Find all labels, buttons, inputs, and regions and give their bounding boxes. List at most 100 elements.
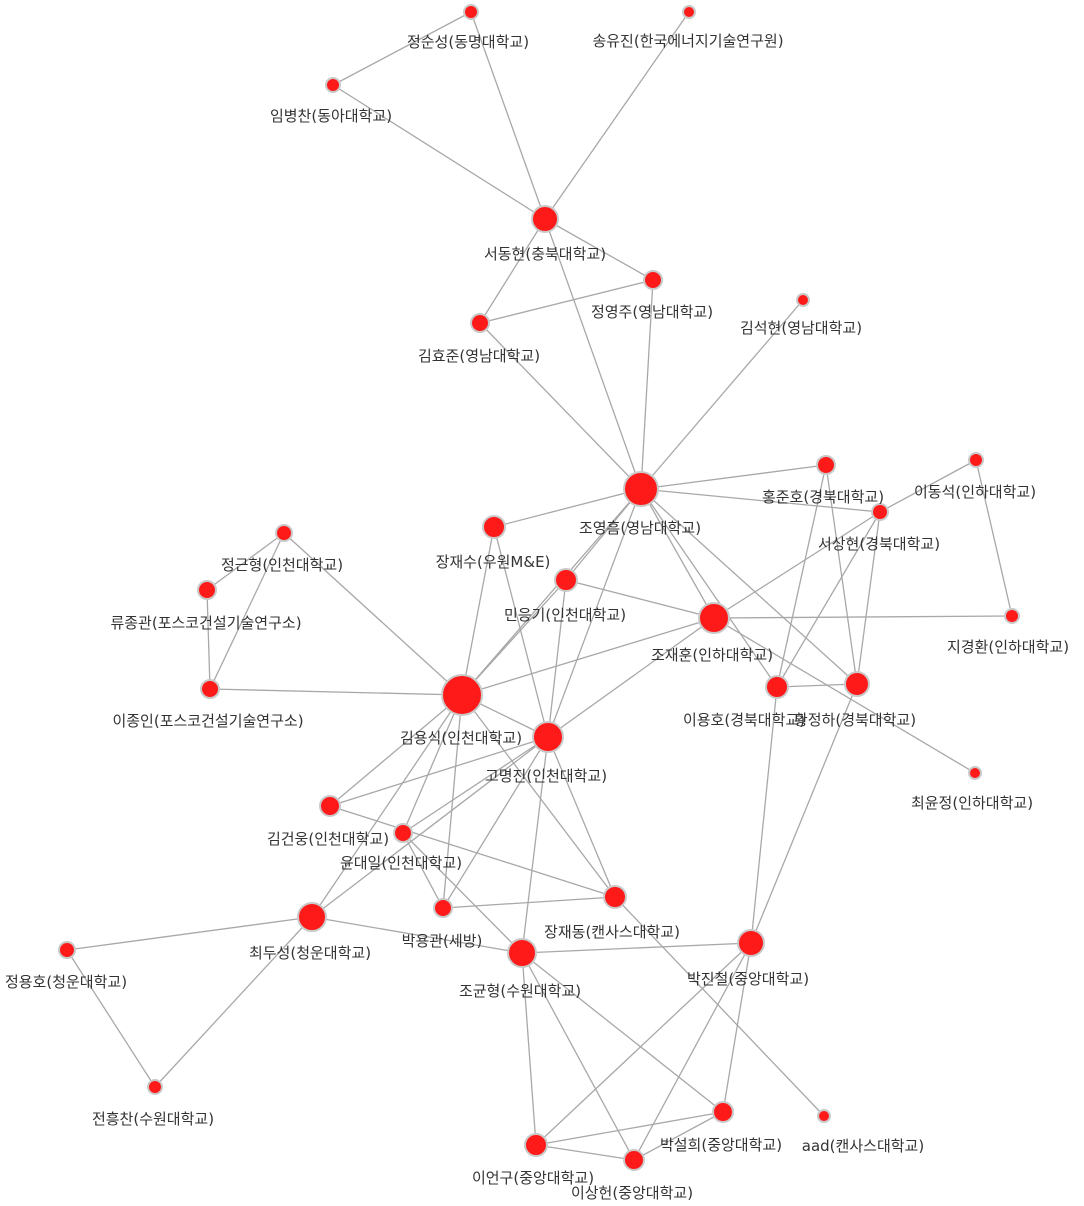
link-hjh-lyh bbox=[776, 464, 827, 688]
node-rjk[interactable] bbox=[197, 580, 217, 600]
link-jyho-jhc bbox=[66, 949, 156, 1088]
node-label-mgk: 민응기(인천대학교) bbox=[504, 606, 626, 624]
node-lds[interactable] bbox=[968, 452, 984, 468]
node-label-cds: 최두성(청운대학교) bbox=[249, 944, 371, 962]
link-sdh-jyj bbox=[544, 218, 654, 281]
node-label-jss: 정순성(동명대학교) bbox=[407, 33, 529, 51]
node-label-jyj: 정영주(영남대학교) bbox=[591, 303, 713, 321]
node-gmj[interactable] bbox=[532, 721, 564, 753]
node-ljo[interactable] bbox=[200, 679, 220, 699]
network-nodes bbox=[58, 4, 1020, 1171]
node-label-jjd: 장재동(캔사스대학교) bbox=[544, 923, 680, 941]
node-jhc[interactable] bbox=[147, 1079, 163, 1095]
link-gmj-jjd bbox=[547, 736, 616, 898]
link-pjc-psh bbox=[722, 942, 752, 1113]
link-khj-jyh bbox=[479, 322, 642, 490]
node-label-jyho: 정용호(청운대학교) bbox=[5, 973, 127, 991]
link-lds-jgw bbox=[975, 459, 1013, 617]
node-ksh[interactable] bbox=[796, 293, 810, 307]
node-ssh[interactable] bbox=[871, 503, 889, 521]
node-label-lyg: 이언구(중앙대학교) bbox=[472, 1169, 594, 1187]
link-kgw-jjd bbox=[329, 805, 616, 898]
node-jjs[interactable] bbox=[482, 515, 506, 539]
node-ydi[interactable] bbox=[393, 823, 413, 843]
node-hjha[interactable] bbox=[844, 671, 870, 697]
node-label-ksh: 김석현(영남대학교) bbox=[740, 319, 862, 337]
node-label-pyk: 박용관(세방) bbox=[402, 932, 483, 950]
node-jjh[interactable] bbox=[698, 602, 730, 634]
node-jss[interactable] bbox=[463, 4, 479, 20]
link-cgh-psh bbox=[521, 952, 724, 1113]
node-jyho[interactable] bbox=[58, 941, 76, 959]
node-label-kgw: 김건웅(인천대학교) bbox=[267, 830, 389, 848]
link-lyh-pjc bbox=[750, 686, 778, 944]
node-cds[interactable] bbox=[297, 902, 327, 932]
link-jgh-ljo bbox=[209, 532, 285, 690]
node-lyh[interactable] bbox=[765, 675, 789, 699]
link-ksh-jyh bbox=[640, 299, 804, 490]
link-cgh-lsh bbox=[521, 952, 635, 1161]
link-jyh-ssh bbox=[640, 488, 881, 513]
link-jyh-kys bbox=[461, 488, 642, 696]
node-label-jgw: 지경환(인하대학교) bbox=[947, 638, 1069, 656]
node-jgh[interactable] bbox=[275, 524, 293, 542]
link-jjd-aad bbox=[614, 896, 825, 1117]
node-ibc[interactable] bbox=[325, 77, 341, 93]
node-label-hjh: 홍준호(경북대학교) bbox=[762, 488, 884, 506]
node-aad[interactable] bbox=[817, 1109, 831, 1123]
node-cgh[interactable] bbox=[507, 938, 537, 968]
network-links bbox=[66, 11, 1013, 1161]
link-kys-jjd bbox=[461, 694, 616, 898]
link-psh-lyg bbox=[535, 1111, 724, 1146]
link-pyk-jjd bbox=[442, 896, 616, 909]
link-cgh-lyg bbox=[521, 952, 537, 1146]
link-hjha-pjc bbox=[750, 683, 858, 944]
link-jgh-rjk bbox=[206, 532, 285, 591]
link-jyh-hjha bbox=[640, 488, 858, 685]
node-label-syj: 송유진(한국에너지기술연구원) bbox=[592, 32, 783, 50]
node-label-lyh: 이용호(경북대학교) bbox=[683, 711, 805, 729]
link-jyh-gmj bbox=[547, 488, 642, 738]
link-gmj-kgw bbox=[329, 736, 549, 807]
link-khj-jyj bbox=[479, 279, 654, 324]
node-label-gmj: 고명진(인천대학교) bbox=[485, 767, 607, 785]
node-lsh[interactable] bbox=[623, 1149, 645, 1171]
link-jyj-jyh bbox=[640, 279, 654, 490]
link-jyh-lyh bbox=[640, 488, 778, 688]
node-kys[interactable] bbox=[441, 674, 483, 716]
node-label-jgh: 정근형(인천대학교) bbox=[221, 556, 343, 574]
link-lyh-hjha bbox=[776, 683, 858, 688]
node-khj[interactable] bbox=[470, 313, 490, 333]
node-pyk[interactable] bbox=[433, 898, 453, 918]
node-jyh[interactable] bbox=[623, 471, 659, 507]
link-kys-kgw bbox=[329, 694, 463, 807]
link-jyh-jjs bbox=[493, 488, 642, 528]
node-psh[interactable] bbox=[712, 1101, 734, 1123]
node-cyj[interactable] bbox=[968, 766, 982, 780]
link-ssh-jjh bbox=[713, 511, 881, 619]
node-jjd[interactable] bbox=[603, 885, 627, 909]
link-jyh-jjh bbox=[640, 488, 715, 619]
node-mgk[interactable] bbox=[554, 568, 578, 592]
link-mgk-kys bbox=[461, 579, 567, 696]
link-ljo-kys bbox=[209, 688, 463, 696]
link-cds-jhc bbox=[154, 916, 313, 1088]
node-label-sdh: 서동현(충북대학교) bbox=[484, 245, 606, 263]
node-kgw[interactable] bbox=[319, 795, 341, 817]
link-ssh-lyh bbox=[776, 511, 881, 688]
link-gmj-ydi bbox=[402, 736, 549, 834]
node-hjh[interactable] bbox=[816, 455, 836, 475]
link-ssh-hjha bbox=[856, 511, 881, 685]
node-label-jjh: 조재훈(인하대학교) bbox=[651, 646, 773, 664]
node-pjc[interactable] bbox=[737, 929, 765, 957]
node-lyg[interactable] bbox=[524, 1133, 548, 1157]
node-label-ssh: 서상현(경북대학교) bbox=[818, 535, 940, 553]
node-jyj[interactable] bbox=[643, 270, 663, 290]
node-sdh[interactable] bbox=[531, 205, 559, 233]
node-syj[interactable] bbox=[682, 5, 696, 19]
node-label-psh: 박설희(중앙대학교) bbox=[660, 1136, 782, 1154]
link-lds-ssh bbox=[879, 459, 977, 513]
node-jgw[interactable] bbox=[1004, 608, 1020, 624]
link-psh-lsh bbox=[633, 1111, 724, 1161]
